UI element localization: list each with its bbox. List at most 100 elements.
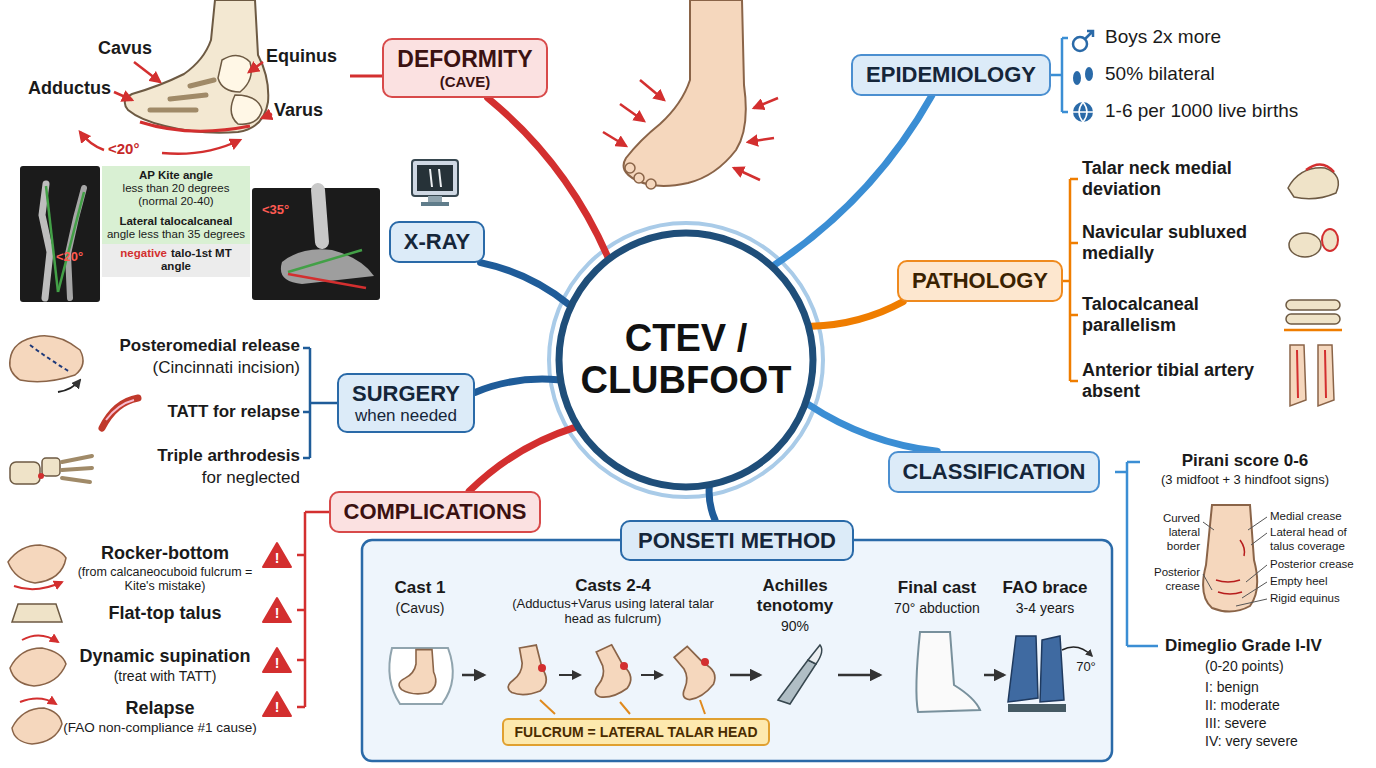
complication-item: Dynamic supination bbox=[65, 646, 265, 667]
hub-ring bbox=[549, 223, 823, 497]
branch-title: PATHOLOGY bbox=[912, 268, 1048, 293]
angle-value: <20° bbox=[108, 140, 158, 157]
deformity-foot bbox=[262, 114, 272, 118]
deformity-foot bbox=[114, 92, 132, 100]
surgery-icons bbox=[38, 473, 44, 479]
deformity-foot bbox=[162, 140, 240, 154]
ponseti-panel bbox=[399, 650, 436, 694]
surgery-icons bbox=[62, 456, 92, 482]
complication-icons bbox=[263, 543, 291, 567]
epidemiology-icons bbox=[1073, 102, 1093, 122]
branch-connector bbox=[775, 96, 932, 265]
warning-mark: ! bbox=[270, 655, 284, 671]
fact-text: 50% bilateral bbox=[1105, 63, 1355, 85]
surgery-note: for neglected bbox=[80, 468, 300, 488]
ponseti-panel bbox=[778, 660, 816, 704]
hub-outline bbox=[559, 233, 813, 487]
panel-heading: PONSETI METHOD bbox=[620, 520, 854, 561]
compressed-foot bbox=[734, 168, 760, 180]
compressed-foot bbox=[748, 138, 774, 142]
ponseti-panel bbox=[362, 540, 1112, 761]
ponseti-panel bbox=[540, 700, 705, 714]
ponseti-panel bbox=[701, 658, 709, 666]
grade-item: I: benign bbox=[1205, 679, 1355, 695]
surgery-item: Triple arthrodesis bbox=[80, 446, 300, 466]
sign-label: Posterior crease bbox=[1270, 558, 1370, 572]
hub-circle: CTEV / CLUBFOOT bbox=[555, 229, 817, 491]
fulcrum-text: FULCRUM = LATERAL TALAR HEAD bbox=[514, 724, 757, 740]
compressed-foot bbox=[640, 80, 664, 100]
branch-connector bbox=[808, 404, 937, 451]
ponseti-panel bbox=[984, 674, 1004, 677]
ponseti-panel bbox=[502, 644, 549, 697]
step-note: 3-4 years bbox=[995, 600, 1095, 616]
branch-title: DEFORMITY bbox=[397, 46, 532, 72]
xray-images bbox=[318, 190, 322, 242]
pathology-icons bbox=[1288, 168, 1338, 199]
pathology-icons bbox=[1306, 164, 1334, 172]
step-title: Final cast bbox=[882, 578, 992, 598]
pathology-item: Anterior tibial artery absent bbox=[1082, 360, 1267, 401]
grade-item: III: severe bbox=[1205, 715, 1355, 731]
ponseti-panel bbox=[580, 643, 635, 702]
pathology-icons bbox=[1286, 300, 1340, 310]
ponseti-panel bbox=[462, 674, 484, 677]
branch-box: EPIDEMIOLOGY bbox=[851, 54, 1051, 95]
step-title: Cast 1 bbox=[370, 578, 470, 598]
branch-title: COMPLICATIONS bbox=[344, 499, 527, 524]
step-note: 90% bbox=[765, 618, 825, 634]
surgery-icons bbox=[10, 462, 40, 484]
ponseti-panel bbox=[389, 648, 452, 704]
ponseti-panel bbox=[362, 540, 1112, 761]
surgery-item: Posteromedial release bbox=[80, 336, 300, 356]
ponseti-panel bbox=[1062, 647, 1092, 656]
angle-box: negativetalo-1st MT angle bbox=[102, 244, 250, 276]
ponseti-panel bbox=[620, 662, 628, 670]
epidemiology-icons bbox=[1073, 71, 1081, 85]
complication-icons bbox=[263, 598, 291, 622]
surgery-icons bbox=[42, 458, 60, 476]
xray-images bbox=[421, 202, 449, 206]
score-title: Pirani score 0-6 bbox=[1145, 451, 1345, 471]
angle-note: angle less than 35 degrees bbox=[106, 228, 246, 241]
epidemiology-icons bbox=[1050, 38, 1068, 112]
ponseti-panel bbox=[559, 674, 580, 676]
grade-item: II: moderate bbox=[1205, 697, 1355, 713]
compressed-foot bbox=[624, 0, 746, 186]
branch-connector bbox=[481, 263, 569, 305]
angle-value: <20° bbox=[56, 250, 96, 265]
step-title: Casts 2-4 bbox=[553, 576, 673, 596]
surgery-icons bbox=[106, 400, 134, 420]
score-note: (3 midfoot + 3 hindfoot signs) bbox=[1130, 473, 1360, 488]
surgery-icons bbox=[10, 336, 83, 382]
surgery-icons bbox=[30, 345, 70, 372]
pathology-icons bbox=[1297, 350, 1326, 398]
xray-images bbox=[281, 249, 374, 284]
branch-connector bbox=[709, 488, 715, 520]
xray-images bbox=[20, 166, 100, 302]
pathology-icons bbox=[1284, 329, 1342, 332]
angle-box: Lateral talocalcanealangle less than 35 … bbox=[102, 212, 250, 244]
branch-box: DEFORMITY(CAVE) bbox=[382, 38, 547, 98]
fulcrum-box: FULCRUM = LATERAL TALAR HEAD bbox=[502, 718, 769, 746]
classification-figure bbox=[1115, 462, 1267, 646]
branch-connector bbox=[488, 98, 608, 256]
xray-images bbox=[288, 274, 366, 288]
step-note: (Adductus+Varus using lateral talar head… bbox=[508, 597, 718, 627]
compressed-foot bbox=[603, 0, 778, 189]
sign-label: Medial crease bbox=[1270, 510, 1370, 524]
sign-label: Posterior crease bbox=[1136, 566, 1200, 594]
complication-icons bbox=[263, 648, 291, 672]
angle-sign: negative bbox=[120, 247, 167, 259]
deformity-foot bbox=[134, 62, 160, 82]
ponseti-panel bbox=[1008, 704, 1066, 712]
branch-subtitle: when needed bbox=[352, 406, 460, 426]
pathology-item: Talocalcaneal parallelism bbox=[1082, 294, 1262, 335]
epidemiology-icons bbox=[1073, 37, 1087, 51]
pathology-icons bbox=[1286, 314, 1340, 324]
complication-note: (FAO non-compliance #1 cause) bbox=[50, 720, 270, 736]
pathology-icons bbox=[1322, 229, 1338, 251]
branch-box: X-RAY bbox=[389, 221, 485, 262]
complication-icons bbox=[10, 648, 66, 686]
branch-title: EPIDEMIOLOGY bbox=[866, 62, 1036, 87]
